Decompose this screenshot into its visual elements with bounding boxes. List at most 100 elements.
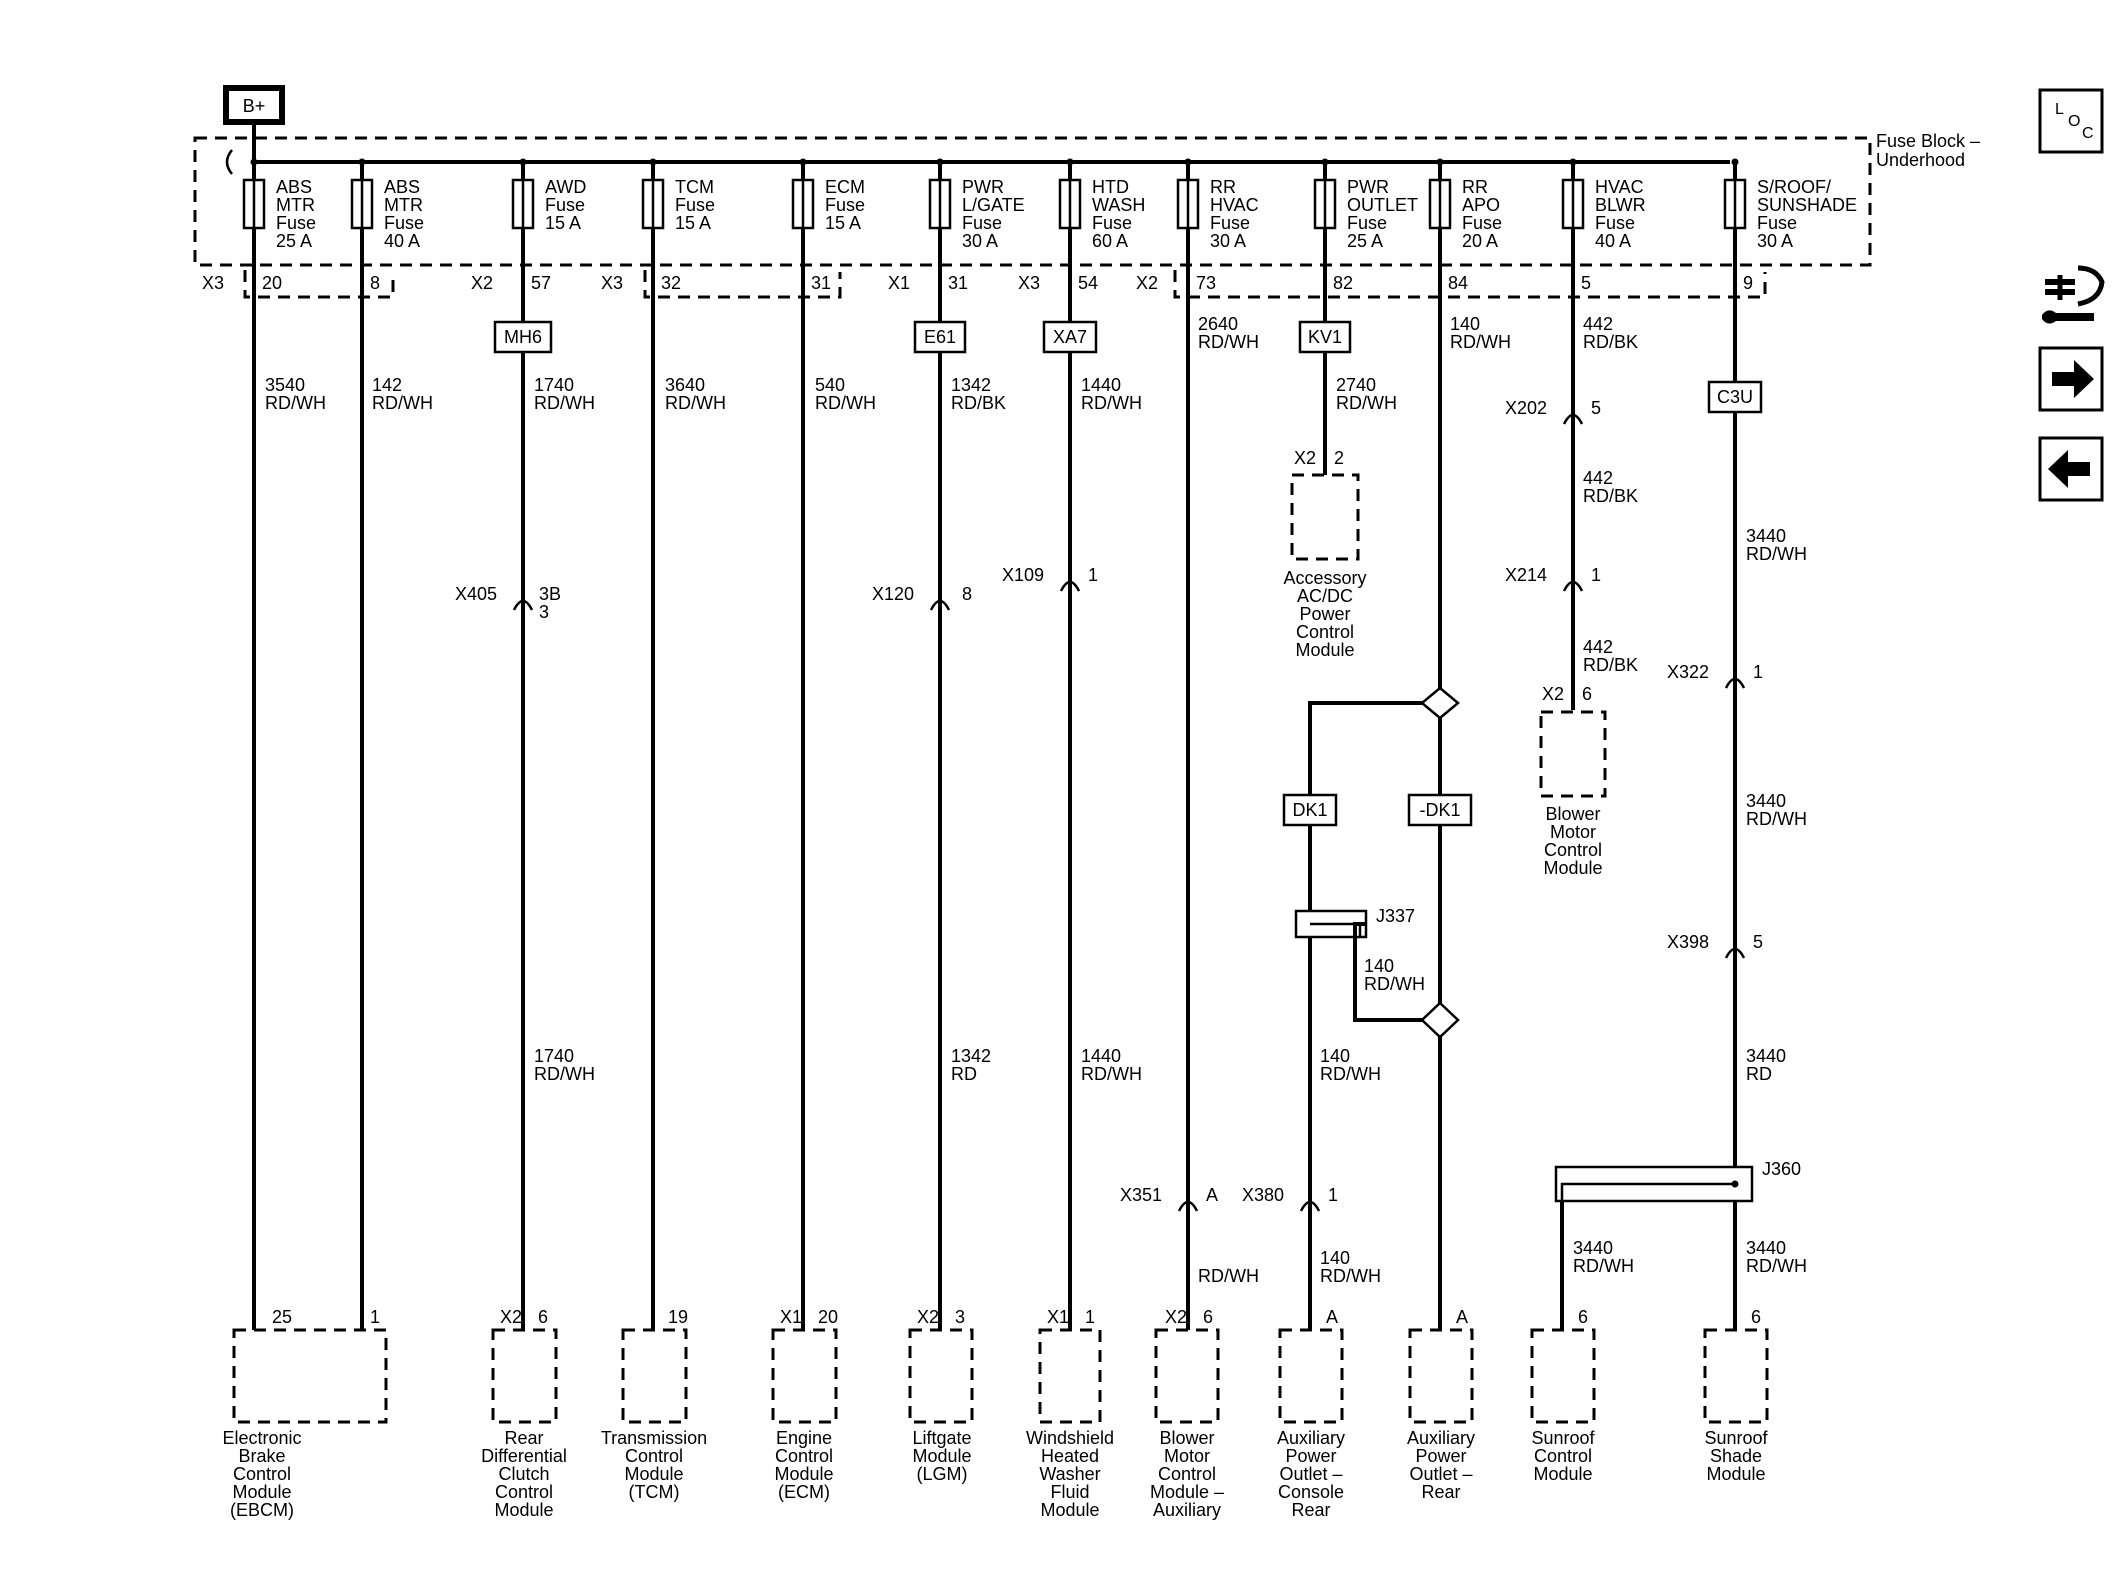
upper-module-name: Module [1295,640,1354,660]
fuse-block-connector: X3 [1018,273,1040,293]
module-pin: 6 [1203,1307,1213,1327]
option-code: XA7 [1053,327,1087,347]
loc-letter-o: O [2068,113,2080,130]
module-name: Heated [1041,1446,1099,1466]
fuse-block-pin: 57 [531,273,551,293]
inline-connector-pin: 8 [962,584,972,604]
inline-connector-pin: 1 [1328,1185,1338,1205]
inline-connector-X322 [1724,677,1746,689]
module-name: Motor [1164,1446,1210,1466]
fuse-label: 25 A [276,231,312,251]
inline-connector-pin: 5 [1591,398,1601,418]
module-name: Power [1285,1446,1336,1466]
module-connector: X1 [1047,1307,1069,1327]
connector-view-icon[interactable] [2042,265,2105,324]
fuse-block-connector: X3 [601,273,623,293]
module-name: (ECM) [778,1482,830,1502]
wire-color: RD/WH [1450,332,1511,352]
inline-connector-name: X214 [1505,565,1547,585]
module-name: Control [1534,1446,1592,1466]
wire-circuit: 442 [1583,637,1613,657]
fuse-label: S/ROOF/ [1757,177,1831,197]
wire-circuit: 1740 [534,375,574,395]
fuse-label: 25 A [1347,231,1383,251]
module-name: Module [232,1482,291,1502]
wire-circuit: 3540 [265,375,305,395]
wire-color: RD/WH [1364,974,1425,994]
module-name: (LGM) [917,1464,968,1484]
fuse-label: 40 A [1595,231,1631,251]
fuse-label: 30 A [1210,231,1246,251]
inline-connector-name: X351 [1120,1185,1162,1205]
fuse-label: Fuse [675,195,715,215]
wire-circuit: 442 [1583,468,1613,488]
module-connector: X1 [780,1307,802,1327]
loc-letter-c: C [2082,125,2094,142]
upper-module-box [1539,710,1607,798]
fuse-label: MTR [276,195,315,215]
module-name: Differential [481,1446,567,1466]
upper-module-name: Power [1299,604,1350,624]
fuse-label: AWD [545,177,586,197]
wire-circuit: 1740 [534,1046,574,1066]
module-connector: X2 [500,1307,522,1327]
fuse-label: OUTLET [1347,195,1418,215]
module-name: Control [625,1446,683,1466]
fuse-block-pin: 5 [1581,273,1591,293]
wire-color: RD/WH [1746,1256,1807,1276]
module-name: Clutch [498,1464,549,1484]
module-name: Module [494,1500,553,1520]
b-plus-source: B+ [223,85,285,162]
wire-circuit: 3440 [1746,791,1786,811]
fuse-label: HVAC [1595,177,1644,197]
module-box [908,1328,974,1424]
inline-connector-pin: 1 [1591,565,1601,585]
fuse-block-label-2: Underhood [1876,150,1965,170]
fuse-label: ABS [276,177,312,197]
wire-color: RD/BK [1583,655,1638,675]
fuse-label: PWR [962,177,1004,197]
module-box [621,1328,688,1424]
diamond-splice [1420,686,1460,720]
option-code: -DK1 [1419,800,1460,820]
wire-circuit: 1440 [1081,375,1121,395]
inline-connector-pin: 3B [539,584,561,604]
fuse-label: RR [1210,177,1236,197]
fuse-label: APO [1462,195,1500,215]
inline-connector-name: X398 [1667,932,1709,952]
wire-circuit: 540 [815,375,845,395]
wire-color: RD/WH [534,393,595,413]
module-name: Control [233,1464,291,1484]
fuse-label: ECM [825,177,865,197]
module-name: Console [1278,1482,1344,1502]
fuse-label: ABS [384,177,420,197]
wire-color: RD/WH [1746,544,1807,564]
fuse-label: BLWR [1595,195,1646,215]
module-pin: 25 [272,1307,292,1327]
module-name: Module [1040,1500,1099,1520]
module-pin: A [1326,1307,1338,1327]
loc-button[interactable]: L O C [2038,88,2104,154]
fuse-block-pin: 73 [1196,273,1216,293]
module-name: Transmission [601,1428,707,1448]
module-pin: A [1456,1307,1468,1327]
fuse-block-connector: X2 [1136,273,1158,293]
fuse-label: Fuse [545,195,585,215]
wire-circuit: 1342 [951,375,991,395]
fuse-label: Fuse [384,213,424,233]
next-page-button[interactable] [2038,346,2104,412]
fuse-label: L/GATE [962,195,1025,215]
fuse-label: Fuse [962,213,1002,233]
splice-bar [1560,1182,1735,1201]
module-name: Auxiliary [1277,1428,1345,1448]
prev-page-button[interactable] [2038,436,2104,502]
inline-connector-pin: A [1206,1185,1218,1205]
module-name: Control [775,1446,833,1466]
upper-module-name: AC/DC [1297,586,1353,606]
fuse-label: Fuse [1595,213,1635,233]
module-name: (TCM) [629,1482,680,1502]
module-pin: 6 [1751,1307,1761,1327]
module-name: Auxiliary [1407,1428,1475,1448]
inline-connector-X351 [1177,1200,1199,1212]
wires-layer [232,228,1769,1424]
